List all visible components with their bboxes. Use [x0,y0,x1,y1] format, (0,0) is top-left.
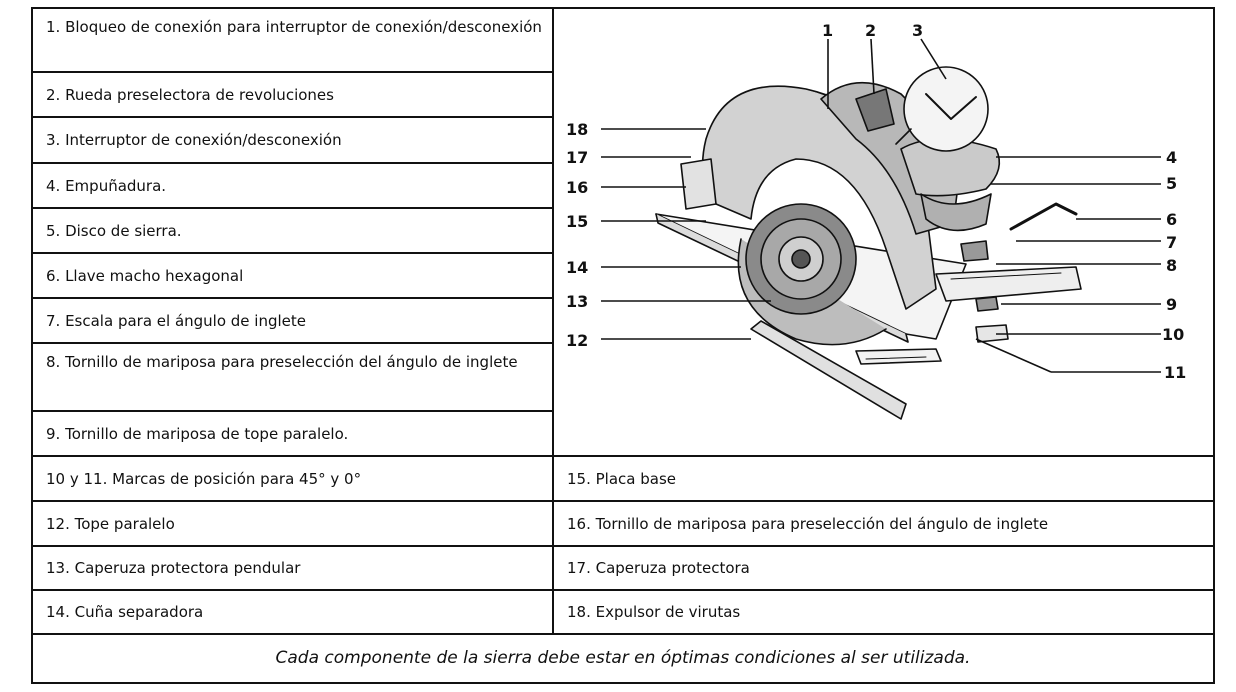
callout-7: 7 [1166,233,1177,252]
part-item-4: 4. Empuñadura. [46,176,167,195]
row-divider [33,207,552,209]
row-divider [33,252,552,254]
part-item-8: 8. Tornillo de mariposa para preselecció… [46,353,518,371]
row-divider [33,342,552,344]
row-divider [33,500,1213,502]
callout-16: 16 [566,178,588,197]
part-item-3: 3. Interruptor de conexión/desconexión [46,131,342,149]
callout-3: 3 [912,21,923,40]
part-item-1: 1. Bloqueo de conexión para interruptor … [46,18,542,36]
part-item-5: 5. Disco de sierra. [46,221,182,240]
row-divider [33,589,1213,591]
part-item-18: 18. Expulsor de virutas [567,603,741,621]
parts-table [31,7,1215,684]
row-divider [33,162,552,164]
callout-15: 15 [566,212,588,231]
part-item-14: 14. Cuña separadora [46,603,204,621]
part-item-17: 17. Caperuza protectora [567,559,750,577]
callout-6: 6 [1166,210,1177,229]
callout-4: 4 [1166,148,1177,167]
row-divider [33,633,1213,635]
callout-17: 17 [566,148,588,167]
callout-14: 14 [566,258,588,277]
callout-18: 18 [566,120,588,139]
row-divider [33,71,552,73]
callout-5: 5 [1166,174,1177,193]
part-item-9: 9. Tornillo de mariposa de tope paralelo… [46,424,349,443]
row-divider [33,455,1213,457]
part-item-13: 13. Caperuza protectora pendular [46,559,301,577]
part-item-10-11: 10 y 11. Marcas de posición para 45° y 0… [46,469,362,488]
callout-8: 8 [1166,256,1177,275]
circular-saw-diagram: 1 2 3 4 5 6 7 8 9 10 11 12 13 14 15 16 1… [566,21,1186,420]
callout-1: 1 [822,21,833,40]
callout-12: 12 [566,331,588,350]
callout-13: 13 [566,292,588,311]
part-item-7: 7. Escala para el ángulo de inglete [46,311,307,330]
part-item-16: 16. Tornillo de mariposa para preselecci… [567,514,1049,533]
callout-2: 2 [865,21,876,40]
row-divider [33,545,1213,547]
part-item-15: 15. Placa base [567,469,676,488]
part-item-6: 6. Llave macho hexagonal [46,266,244,285]
callout-9: 9 [1166,295,1177,314]
part-item-2: 2. Rueda preselectora de revoluciones [46,85,334,104]
callout-11: 11 [1164,363,1186,382]
column-divider [552,9,554,634]
footer-note: Cada componente de la sierra debe estar … [275,648,971,668]
callout-10: 10 [1162,325,1184,344]
part-item-12: 12. Tope paralelo [46,514,175,533]
row-divider [33,297,552,299]
row-divider [33,116,552,118]
row-divider [33,410,552,412]
